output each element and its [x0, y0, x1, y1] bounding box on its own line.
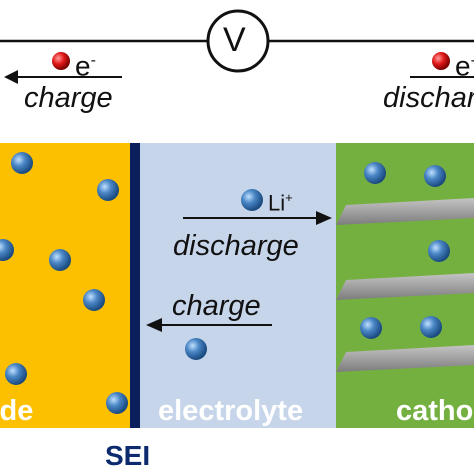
- electron-right-symbol: e: [455, 50, 471, 82]
- cathode-label: cathode: [396, 395, 474, 427]
- li-ion: [420, 316, 442, 338]
- li-ion: [424, 165, 446, 187]
- li-ion: [49, 249, 71, 271]
- discharge-ion-arrowhead: [316, 211, 332, 225]
- anode-label: anode: [0, 395, 34, 427]
- electron-right-label: e-: [455, 46, 474, 81]
- li-ion-charge: +: [285, 190, 293, 205]
- voltmeter-label: V: [223, 21, 246, 59]
- li-ion: [185, 338, 207, 360]
- electrolyte-region: [140, 143, 336, 428]
- electron-left-charge: -: [90, 52, 96, 69]
- charge-ion-arrowhead: [146, 318, 162, 332]
- cathode-layer-3: [336, 345, 474, 372]
- electron-left: [52, 52, 70, 70]
- charge-top-label: charge: [24, 82, 113, 114]
- electron-left-symbol: e: [75, 50, 91, 82]
- electron-right-charge: -: [471, 52, 474, 69]
- li-ion: [360, 317, 382, 339]
- electron-right: [432, 52, 450, 70]
- li-ion: [5, 363, 27, 385]
- li-ion: [106, 392, 128, 414]
- li-ion: [0, 239, 14, 261]
- li-ion-label-marker: [241, 189, 263, 211]
- discharge-top-label: discharge: [383, 82, 474, 114]
- electron-left-label: e-: [75, 46, 96, 81]
- charge-electron-arrowhead: [4, 70, 18, 84]
- voltmeter-circle: [206, 9, 270, 73]
- li-ion: [428, 240, 450, 262]
- li-ion: [11, 152, 33, 174]
- cathode-layer-1: [336, 198, 474, 225]
- electrolyte-label: electrolyte: [158, 395, 304, 427]
- sei-label: SEI: [105, 440, 151, 471]
- li-ion: [364, 162, 386, 184]
- cathode-layer-2: [336, 273, 474, 300]
- discharge-ion-label: discharge: [173, 230, 299, 262]
- charge-ion-label: charge: [172, 290, 261, 322]
- li-ion: [83, 289, 105, 311]
- sei-layer: [130, 143, 140, 428]
- li-ion-symbol: Li: [268, 190, 286, 216]
- li-ion-label: Li+: [268, 185, 293, 216]
- li-ion: [97, 179, 119, 201]
